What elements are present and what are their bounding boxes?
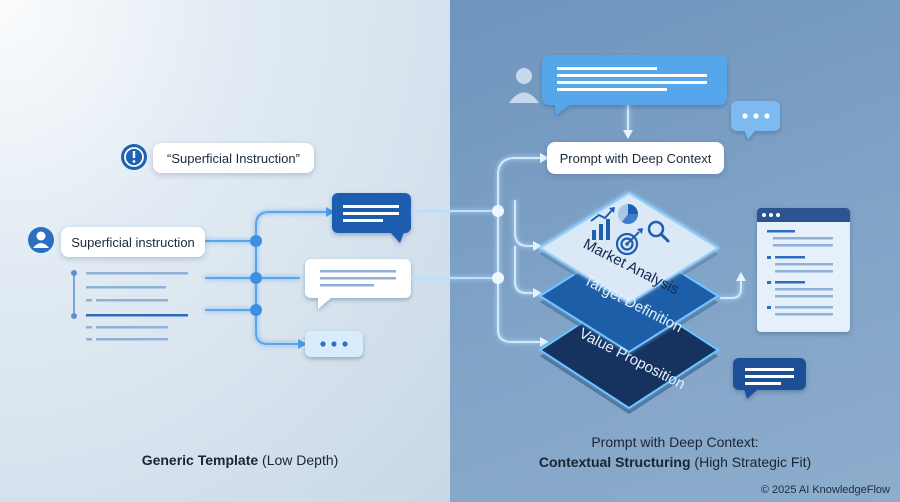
chat-bubble-icon: [733, 358, 806, 399]
magnifier-icon: [647, 220, 670, 243]
user-icon: [509, 68, 539, 103]
left-flow-arrowheads: [298, 207, 335, 349]
right-flow-connectors: [497, 104, 742, 343]
right-flow-nodes: [492, 205, 504, 284]
target-icon: [615, 228, 643, 256]
flow-node: [250, 235, 262, 247]
copyright-text: © 2025 AI KnowledgeFlow: [760, 484, 890, 496]
flow-node: [250, 304, 262, 316]
right-caption-rest: (High Strategic Fit): [690, 454, 812, 470]
arrowhead: [533, 241, 542, 251]
flow-node: [250, 272, 262, 284]
user-icon: [28, 227, 54, 253]
left-caption-bold: Generic Template: [141, 452, 259, 468]
outline-list: [71, 270, 188, 341]
arrowhead: [540, 337, 549, 347]
typing-dots-icon: [305, 331, 363, 357]
right-caption-bold: Contextual Structuring: [538, 454, 691, 470]
user-instruction-label: Superficial instruction: [61, 227, 205, 257]
arrowhead: [298, 339, 307, 349]
arrowhead: [623, 130, 633, 139]
pie-chart-icon: [618, 204, 638, 224]
connector-line: [255, 241, 298, 345]
connector-line: [514, 246, 533, 294]
flow-node: [492, 205, 504, 217]
arrowhead: [533, 288, 542, 298]
connector-line: [497, 211, 540, 343]
left-caption-rest: (Low Depth): [258, 452, 339, 468]
arrowhead: [736, 272, 746, 281]
connector-line: [720, 280, 742, 299]
right-caption: Prompt with Deep Context: Contextual Str…: [480, 432, 870, 472]
right-flow-arrowheads: [533, 130, 746, 347]
right-caption-line2: Contextual Structuring (High Strategic F…: [480, 452, 870, 472]
bar-chart-icon: [590, 207, 615, 240]
connector-line: [514, 200, 533, 247]
left-caption: Generic Template (Low Depth): [100, 450, 380, 470]
arrowhead: [540, 153, 549, 163]
connector-line: [255, 211, 326, 241]
crossover-connectors: [411, 210, 498, 279]
info-icon: [121, 144, 147, 170]
chat-bubble-icon: [305, 259, 411, 309]
arrowhead: [326, 207, 335, 217]
chat-bubble-icon: [542, 55, 727, 115]
connector-line: [497, 157, 540, 211]
chat-bubble-icon: [332, 193, 411, 243]
prompt-deep-context-box: Prompt with Deep Context: [547, 142, 724, 174]
typing-dots-icon: [731, 101, 780, 139]
flow-node: [492, 272, 504, 284]
right-caption-line1: Prompt with Deep Context:: [591, 434, 759, 450]
document-icon: [757, 208, 850, 332]
superficial-instruction-quote: “Superficial Instruction”: [153, 143, 314, 173]
left-flow-nodes: [250, 235, 262, 316]
